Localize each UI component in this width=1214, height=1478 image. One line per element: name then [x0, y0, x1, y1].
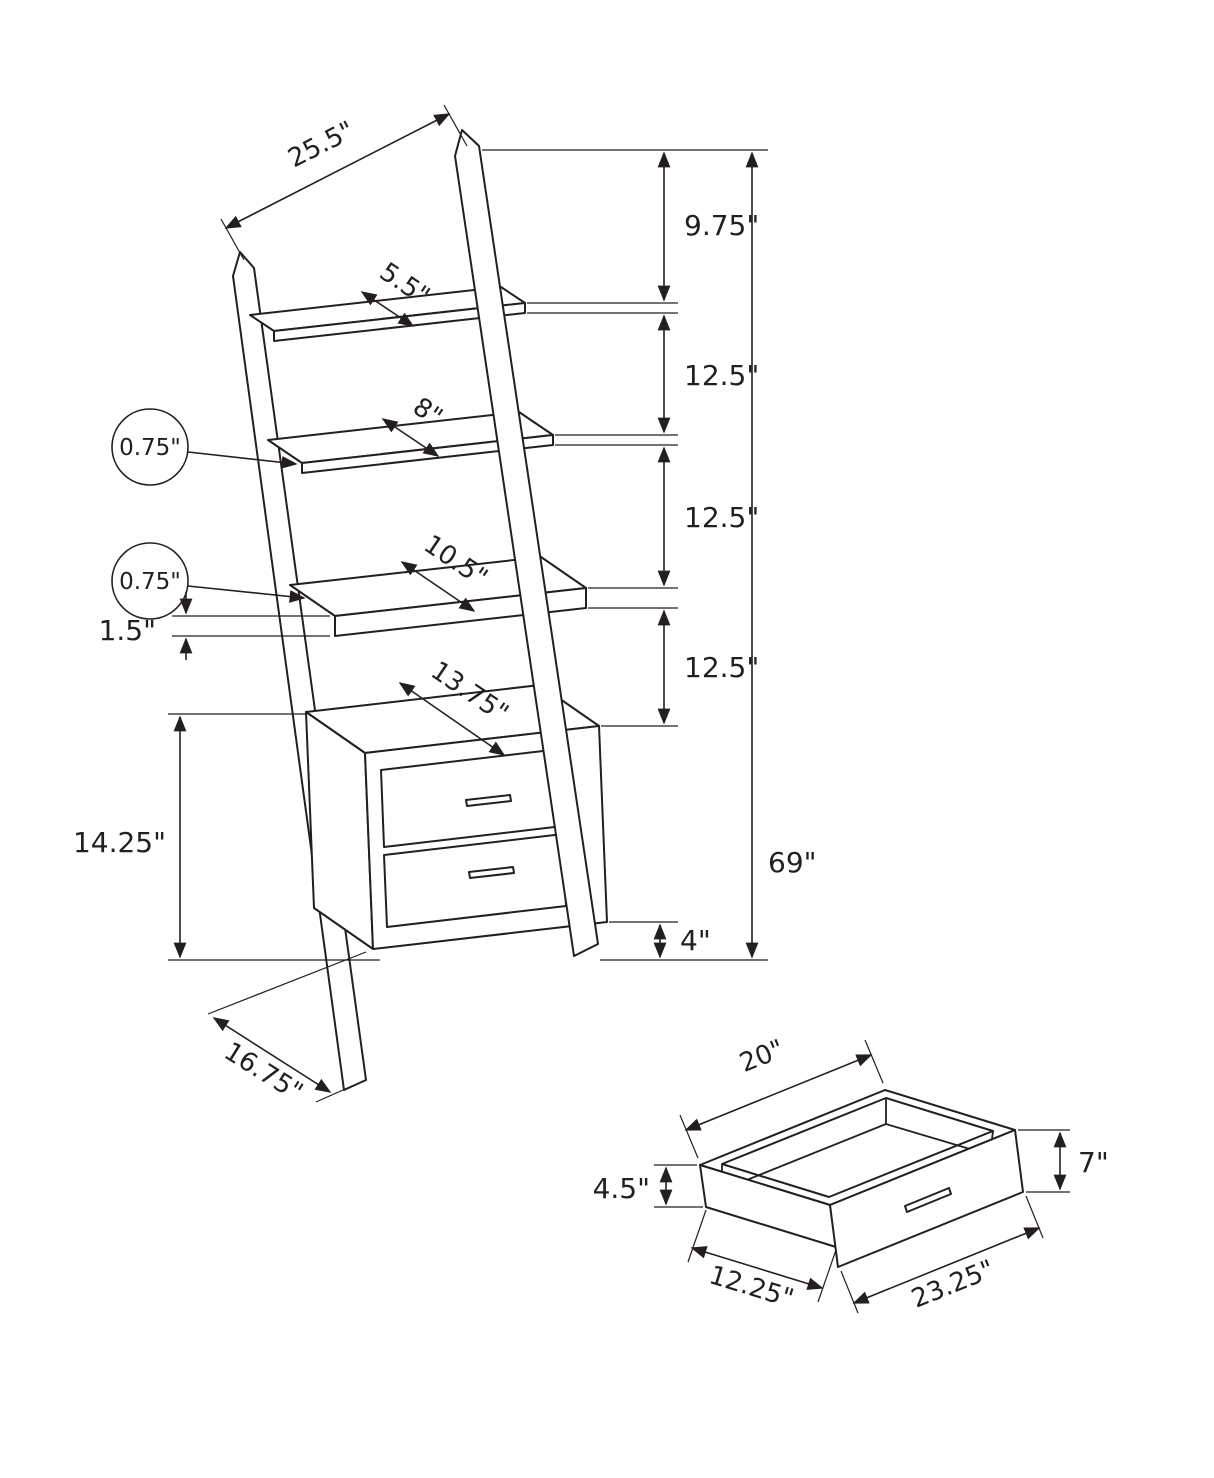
callout-circle-b [111, 542, 189, 620]
dim-label-base-gap: 4" [680, 924, 711, 957]
drawer-inner-bottom-edge [721, 1123, 887, 1191]
leader-line [187, 451, 298, 469]
dim-label-cabinet-height: 14.25" [73, 826, 166, 859]
callout-circle-a [111, 408, 189, 486]
dim-line-23-25 [852, 1227, 1041, 1304]
dim-label-drawer-side-height: 4.5" [593, 1172, 650, 1205]
dim-label-thickness-a: 0.75" [119, 435, 181, 461]
dim-label-segment-top: 9.75" [684, 209, 759, 242]
dim-label-thickness-b: 0.75" [119, 569, 181, 595]
lip-dimension: 1.5" [99, 592, 330, 660]
dim-line-20 [684, 1054, 873, 1131]
dim-line-5-5 [360, 291, 415, 327]
dim-line-8 [381, 418, 440, 457]
witness-line [817, 1249, 837, 1303]
dim-label-drawer-front-height: 7" [1078, 1146, 1109, 1179]
right-dimensions: 9.75" 12.5" 12.5" 12.5" 4" 69" [482, 149, 817, 961]
dim-label-segment-3: 12.5" [684, 501, 759, 534]
leader-line [187, 585, 306, 603]
witness-line [840, 1270, 859, 1314]
drawer-handle-top [465, 794, 512, 807]
dim-label-segment-2: 12.5" [684, 359, 759, 392]
dim-label-segment-4: 12.5" [684, 651, 759, 684]
dim-line-13-75 [398, 682, 506, 756]
drawer-handle [904, 1187, 952, 1213]
dim-line-16-75 [212, 1017, 332, 1093]
cabinet-height-dimension: 14.25" [73, 713, 380, 961]
witness-line [443, 104, 468, 147]
dim-line-12-25 [690, 1246, 824, 1290]
witness-line [315, 1085, 353, 1103]
dim-line-10-5 [400, 561, 476, 612]
dim-line-25-5 [224, 113, 451, 229]
witness-line [679, 1114, 699, 1159]
thickness-callouts: 0.75" 0.75" [111, 408, 306, 620]
dim-label-lip: 1.5" [99, 614, 156, 647]
drawer-handle-bottom [468, 866, 515, 879]
witness-line [207, 951, 367, 1015]
drawer-detail-drawing [699, 1089, 1024, 1268]
witness-line [864, 1039, 884, 1084]
dim-label-total-height: 69" [768, 846, 817, 879]
